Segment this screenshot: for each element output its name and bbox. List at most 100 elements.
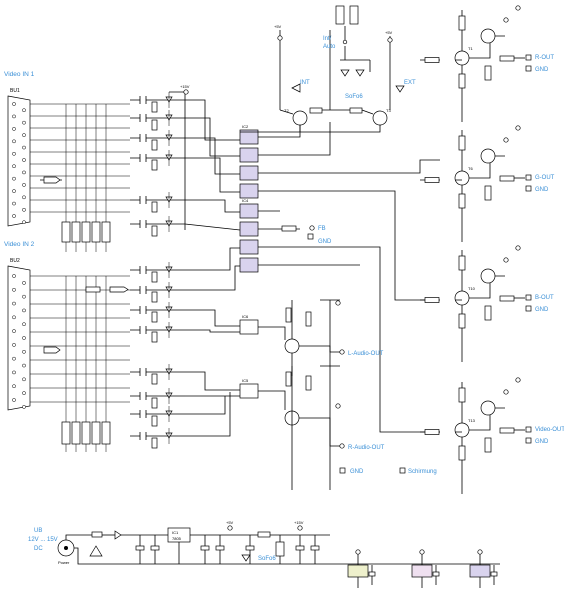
power-supply: UB 12V ... 15V DC Power IC1 7805 SoFo6 +… — [28, 520, 500, 588]
connector-pin — [12, 102, 16, 106]
connector-pin — [12, 114, 16, 119]
connector-pin — [12, 214, 16, 218]
connector-pin — [12, 139, 16, 144]
connector-pin — [22, 183, 26, 187]
d13-label: SoFo6 — [258, 556, 276, 562]
connector-pin — [22, 391, 26, 395]
connector-pin — [22, 322, 26, 327]
connector-pin — [22, 145, 26, 150]
connector-pin — [12, 384, 16, 389]
connector-pin — [12, 343, 16, 347]
switch-sub: Auto — [323, 44, 336, 50]
connector-pin — [22, 133, 26, 137]
input-coupling-stage-2 — [130, 262, 185, 449]
top-control-section: Int/ Auto INT SoFo6 EXT T2 T3 +5V +5V +1… — [180, 5, 416, 133]
connector-pin — [12, 287, 16, 292]
fb-output: FB GND — [281, 225, 332, 245]
connector-bu1: Video IN 1 BU1 — [4, 71, 35, 227]
connector-pin — [12, 398, 16, 402]
output-stage: Video-OUT GND T13 — [420, 377, 564, 494]
g-out-label: G-OUT — [535, 175, 555, 181]
voltage-label: 12V ... 15V — [28, 537, 58, 543]
ic4-label: IC4 — [242, 198, 249, 203]
connector-pin — [22, 158, 26, 162]
video-in2-label: Video IN 2 — [4, 241, 35, 248]
connector-pin — [12, 315, 16, 320]
connector-pin — [22, 170, 26, 175]
l-audio-label: L-Audio-OUT — [348, 351, 384, 357]
gnd-audio-label: GND — [350, 469, 364, 475]
connector-pin — [22, 195, 26, 200]
connector-pin — [12, 301, 16, 306]
ub-label: UB — [34, 528, 42, 534]
plus5-top-label: +5V — [274, 24, 282, 29]
dc-label: DC — [34, 546, 43, 552]
output-gnd-label: GND — [535, 67, 549, 73]
t3-label: T3 — [386, 108, 391, 113]
connector-pin — [12, 356, 16, 361]
plus15-ps-label: +15V — [294, 520, 304, 525]
connector-pin — [12, 329, 16, 333]
connector-pin — [12, 127, 16, 131]
connector-pin — [22, 308, 26, 313]
fb-gnd-label: GND — [318, 239, 332, 245]
output-stage: B-OUT GND T10 — [420, 245, 554, 362]
d6-label: INT — [300, 80, 310, 86]
fb-label: FB — [318, 226, 326, 232]
connector-pin — [22, 120, 26, 125]
bu2-label: BU2 — [10, 258, 20, 264]
b-out-label: B-OUT — [535, 295, 554, 301]
transistor-label: T1 — [468, 46, 473, 51]
plus5-ps-label: +5V — [226, 520, 234, 525]
center-routing — [184, 99, 440, 437]
switch-ic-block: IC2 IC4 IC6 IC5 — [239, 124, 259, 399]
resistor-pack-1 — [61, 221, 111, 243]
t2-label: T2 — [284, 108, 289, 113]
connector-pin — [12, 164, 16, 169]
r-audio-label: R-Audio-OUT — [348, 445, 385, 451]
ic6-label: IC6 — [242, 314, 249, 319]
output-stage: R-OUT GND T1 — [420, 5, 554, 122]
video-in1-label: Video IN 1 — [4, 71, 35, 78]
connector-pin — [22, 220, 26, 225]
connector-pin — [22, 363, 26, 368]
connector-pin — [22, 377, 26, 382]
output-gnd-label: GND — [535, 187, 549, 193]
power-jack-label: Power — [58, 560, 70, 565]
connector-pin — [22, 294, 26, 299]
connector-pin — [22, 281, 26, 285]
input-coupling-stage-1 — [130, 91, 186, 237]
audio-section: L-Audio-OUT R-Audio-OUT GND Schirmung — [284, 299, 437, 490]
output-stage: G-OUT GND T6 — [420, 125, 555, 242]
connector-pin — [22, 405, 26, 409]
d12-label: SoFo6 — [345, 94, 363, 100]
connector-pin — [22, 207, 26, 212]
output-gnd-label: GND — [535, 439, 549, 445]
connector-pin — [22, 108, 26, 113]
connector-pin — [12, 201, 16, 206]
signal-bus — [30, 103, 130, 452]
switch-title: Int/ — [323, 36, 332, 42]
r-out-label: R-OUT — [535, 55, 554, 61]
reg-label: 7805 — [172, 536, 182, 541]
plus15-top-label: +15V — [180, 84, 190, 89]
connector-pin — [22, 349, 26, 354]
connector-pin — [12, 274, 16, 278]
resistor-pack-2 — [61, 421, 111, 445]
connector-bu2: Video IN 2 BU2 — [4, 241, 35, 411]
connector-pin — [12, 370, 16, 375]
transistor-label: T13 — [468, 418, 476, 423]
video-out-label: Video-OUT — [535, 427, 564, 433]
ic1-label: IC1 — [172, 530, 179, 535]
output-stages: R-OUT GND T1G-OUT GND T6B-OUT GND T10Video-OUT… — [420, 5, 564, 494]
connector-pin — [12, 189, 16, 193]
connector-pin — [12, 176, 16, 181]
schirmung-label: Schirmung — [408, 469, 437, 475]
transistor-label: T6 — [468, 166, 473, 171]
output-gnd-label: GND — [535, 307, 549, 313]
ext-label: EXT — [404, 80, 416, 86]
transistor-label: T10 — [468, 286, 476, 291]
connector-pin — [22, 336, 26, 340]
ic5-label: IC5 — [242, 378, 249, 383]
